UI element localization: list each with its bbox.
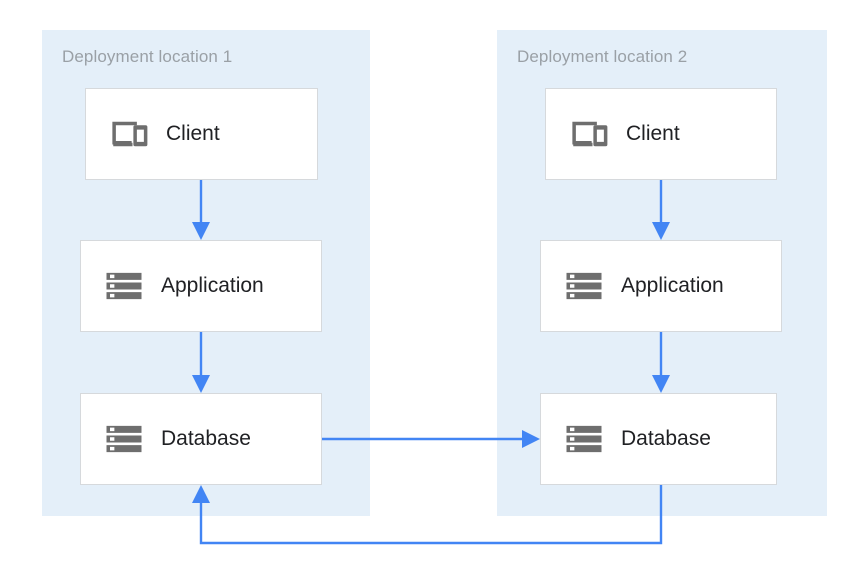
server-stack-icon — [566, 425, 602, 453]
zone-label-deployment-location-2: Deployment location 2 — [517, 47, 688, 66]
server-stack-icon — [106, 425, 142, 453]
node-label-application-1: Application — [161, 274, 264, 297]
node-application-2[interactable]: Application — [540, 240, 782, 332]
node-client-2[interactable]: Client — [545, 88, 777, 180]
node-label-application-2: Application — [621, 274, 724, 297]
server-stack-icon — [566, 272, 602, 300]
node-label-client-1: Client — [166, 122, 220, 145]
node-label-database-2: Database — [621, 427, 711, 450]
node-client-1[interactable]: Client — [85, 88, 318, 180]
client-devices-icon — [572, 121, 608, 147]
node-database-2[interactable]: Database — [540, 393, 777, 485]
node-database-1[interactable]: Database — [80, 393, 322, 485]
node-label-database-1: Database — [161, 427, 251, 450]
node-application-1[interactable]: Application — [80, 240, 322, 332]
node-label-client-2: Client — [626, 122, 680, 145]
client-devices-icon — [112, 121, 148, 147]
zone-label-deployment-location-1: Deployment location 1 — [62, 47, 233, 66]
server-stack-icon — [106, 272, 142, 300]
